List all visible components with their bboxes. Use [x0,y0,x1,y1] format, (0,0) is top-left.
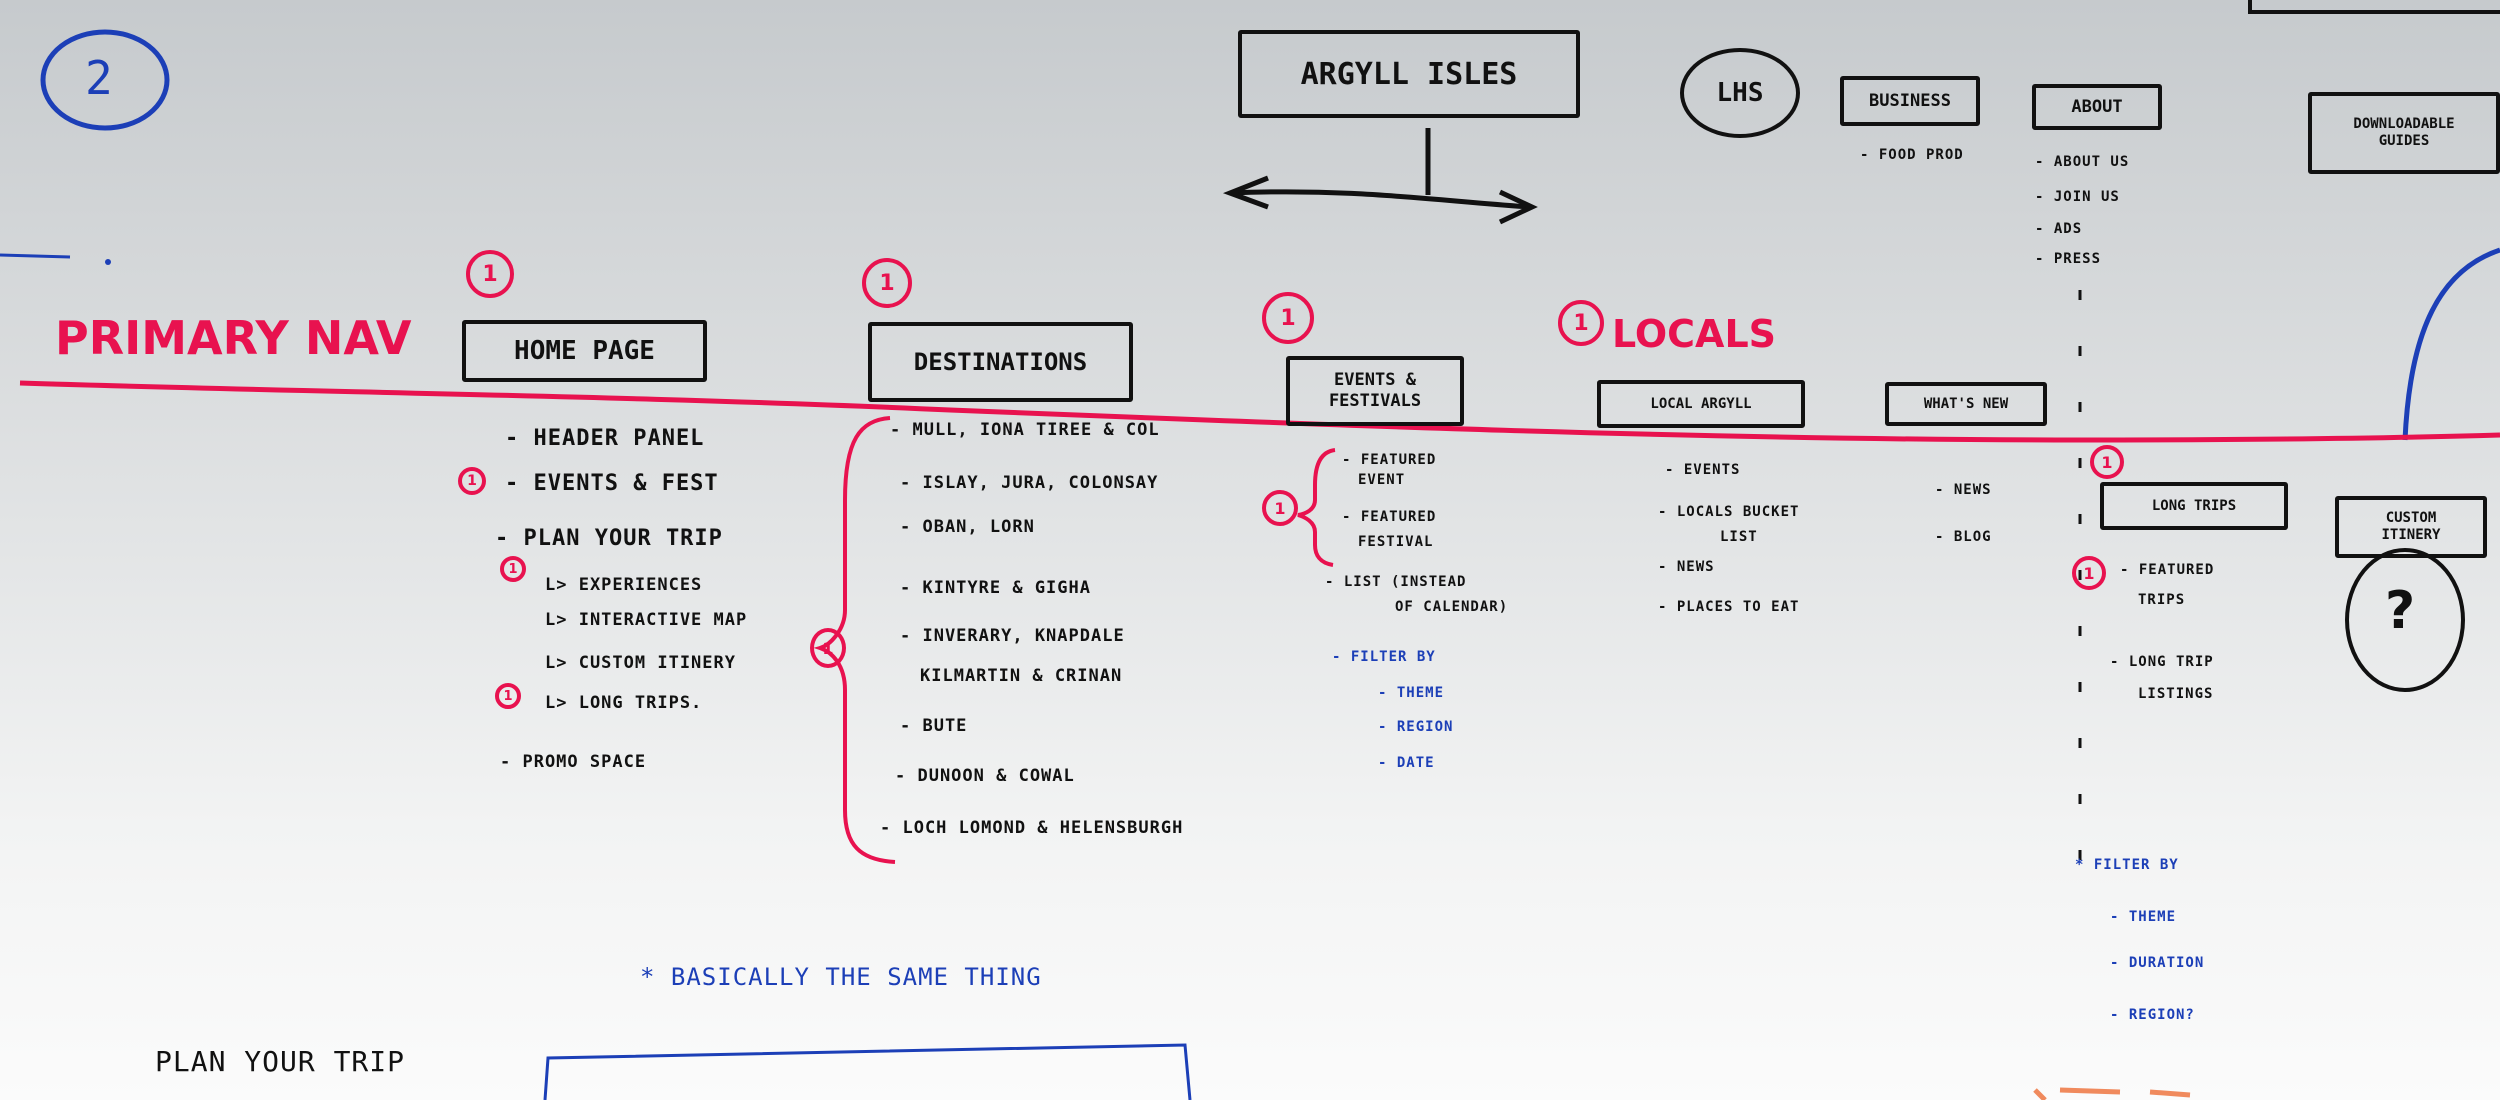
home-item: - EVENTS & FEST [505,471,719,496]
events-item: OF CALENDAR) [1395,599,1509,615]
destination-item: - DUNOON & COWAL [895,766,1075,786]
arrow-head-right [1498,189,1538,225]
events-festivals-box: EVENTS & FESTIVALS [1286,356,1464,426]
events-filter: - DATE [1378,755,1435,771]
local-argyll-box: LOCAL ARGYLL [1597,380,1805,428]
orange-mark [2033,1087,2191,1100]
lhs-circle: LHS [1680,48,1800,138]
whats-new-item: - NEWS [1935,482,1992,498]
argyll-isles-box: ARGYLL ISLES [1238,30,1580,118]
double-arrow [1229,189,1531,210]
long-trips-filter: - REGION? [2110,1007,2195,1023]
partial-box [2248,0,2500,14]
priority-circle-locals: 1 [1558,300,1604,346]
home-item: - HEADER PANEL [505,426,705,451]
long-trips-item: - LONG TRIP [2110,654,2214,670]
long-trips-item: - FEATURED [2120,562,2215,578]
home-subitem: L> INTERACTIVE MAP [545,610,748,630]
home-page-box: HOME PAGE [462,320,707,382]
locals-label: LOCALS [1612,312,1777,356]
priority-circle-destinations: 1 [862,258,912,308]
long-trips-filter-by: * FILTER BY [2075,857,2179,873]
custom-itinery-line1: CUSTOM [2385,510,2437,527]
long-trips-filter: - THEME [2110,909,2177,925]
events-filter-by: - FILTER BY [1332,649,1436,665]
long-trips-featured-priority: 1 [2072,556,2106,590]
home-item: - PLAN YOUR TRIP [495,526,723,551]
priority-circle-long-trips: 1 [2090,445,2124,479]
about-item: - JOIN US [2035,189,2120,205]
priority-circle-events: 1 [1262,292,1314,344]
events-item: - FEATURED [1342,452,1437,468]
downloadable-guides-line2: GUIDES [2378,133,2430,149]
primary-nav-label: PRIMARY NAV [55,311,412,365]
downloadable-guides-line1: DOWNLOADABLE [2353,116,2455,133]
home-item: - PROMO SPACE [500,752,647,772]
events-item: - LIST (INSTEAD [1325,574,1467,590]
destination-item: KILMARTIN & CRINAN [920,666,1123,686]
blue-mark [0,253,71,259]
question-mark: ? [2385,581,2417,641]
basically-same-note: * BASICALLY THE SAME THING [640,963,1042,991]
events-filter: - REGION [1378,719,1454,735]
destination-item: - INVERARY, KNAPDALE [900,626,1125,646]
plan-your-trip-note: PLAN YOUR TRIP [155,1045,406,1078]
about-box: ABOUT [2032,84,2162,130]
events-item: FESTIVAL [1358,534,1434,550]
local-item: - NEWS [1658,559,1715,575]
page-number: 2 [85,51,114,105]
destinations-group-priority: 1 [810,628,846,668]
about-item: - PRESS [2035,251,2102,267]
business-box: BUSINESS [1840,76,1980,126]
whats-new-box: WHAT'S NEW [1885,382,2047,426]
destination-item: - ISLAY, JURA, COLONSAY [900,473,1159,493]
events-item: EVENT [1358,472,1406,488]
custom-itinery-circle [2345,548,2465,692]
about-item: - ABOUT US [2035,154,2130,170]
featured-priority: 1 [1262,490,1298,526]
local-item: - EVENTS [1665,462,1741,478]
priority-circle-home: 1 [466,250,514,298]
home-events-priority: 1 [458,467,486,495]
destination-item: - BUTE [900,716,968,736]
page-number-circle [40,29,170,131]
long-trips-item: TRIPS [2138,592,2186,608]
food-prod: - FOOD PROD [1860,147,1964,163]
events-filter: - THEME [1378,685,1445,701]
home-subitem: L> EXPERIENCES [545,575,703,595]
local-item: - LOCALS BUCKET [1658,504,1800,520]
events-item: - FEATURED [1342,509,1437,525]
destination-item: - OBAN, LORN [900,517,1035,537]
destination-item: - KINTYRE & GIGHA [900,578,1091,598]
arrow-head-left [1222,175,1269,210]
events-title-line2: FESTIVALS [1328,391,1422,411]
local-item: LIST [1720,529,1758,545]
whats-new-item: - BLOG [1935,529,1992,545]
destinations-box: DESTINATIONS [868,322,1133,402]
events-title-line1: EVENTS & [1334,369,1416,390]
blue-dot [105,259,111,265]
home-long-trips-priority: 1 [495,683,521,709]
custom-itinery-line2: ITINERY [2381,527,2441,543]
home-experiences-priority: 1 [500,556,526,582]
downloadable-guides-box: DOWNLOADABLE GUIDES [2308,92,2500,174]
home-subitem: L> LONG TRIPS. [545,693,703,713]
long-trips-item: LISTINGS [2138,686,2214,702]
primary-nav-line [19,380,2500,443]
long-trips-box: LONG TRIPS [2100,482,2288,530]
local-item: - PLACES TO EAT [1658,599,1800,615]
events-brace [1297,448,1336,567]
blue-curve [2402,247,2500,441]
custom-itinery-box: CUSTOM ITINERY [2335,496,2487,558]
blue-box-bottom [543,1043,1192,1100]
destination-item: - LOCH LOMOND & HELENSBURGH [880,818,1184,838]
destination-item: - MULL, IONA TIREE & COL [890,420,1160,440]
long-trips-filter: - DURATION [2110,955,2205,971]
home-subitem: L> CUSTOM ITINERY [545,653,736,673]
about-item: - ADS [2035,221,2083,237]
